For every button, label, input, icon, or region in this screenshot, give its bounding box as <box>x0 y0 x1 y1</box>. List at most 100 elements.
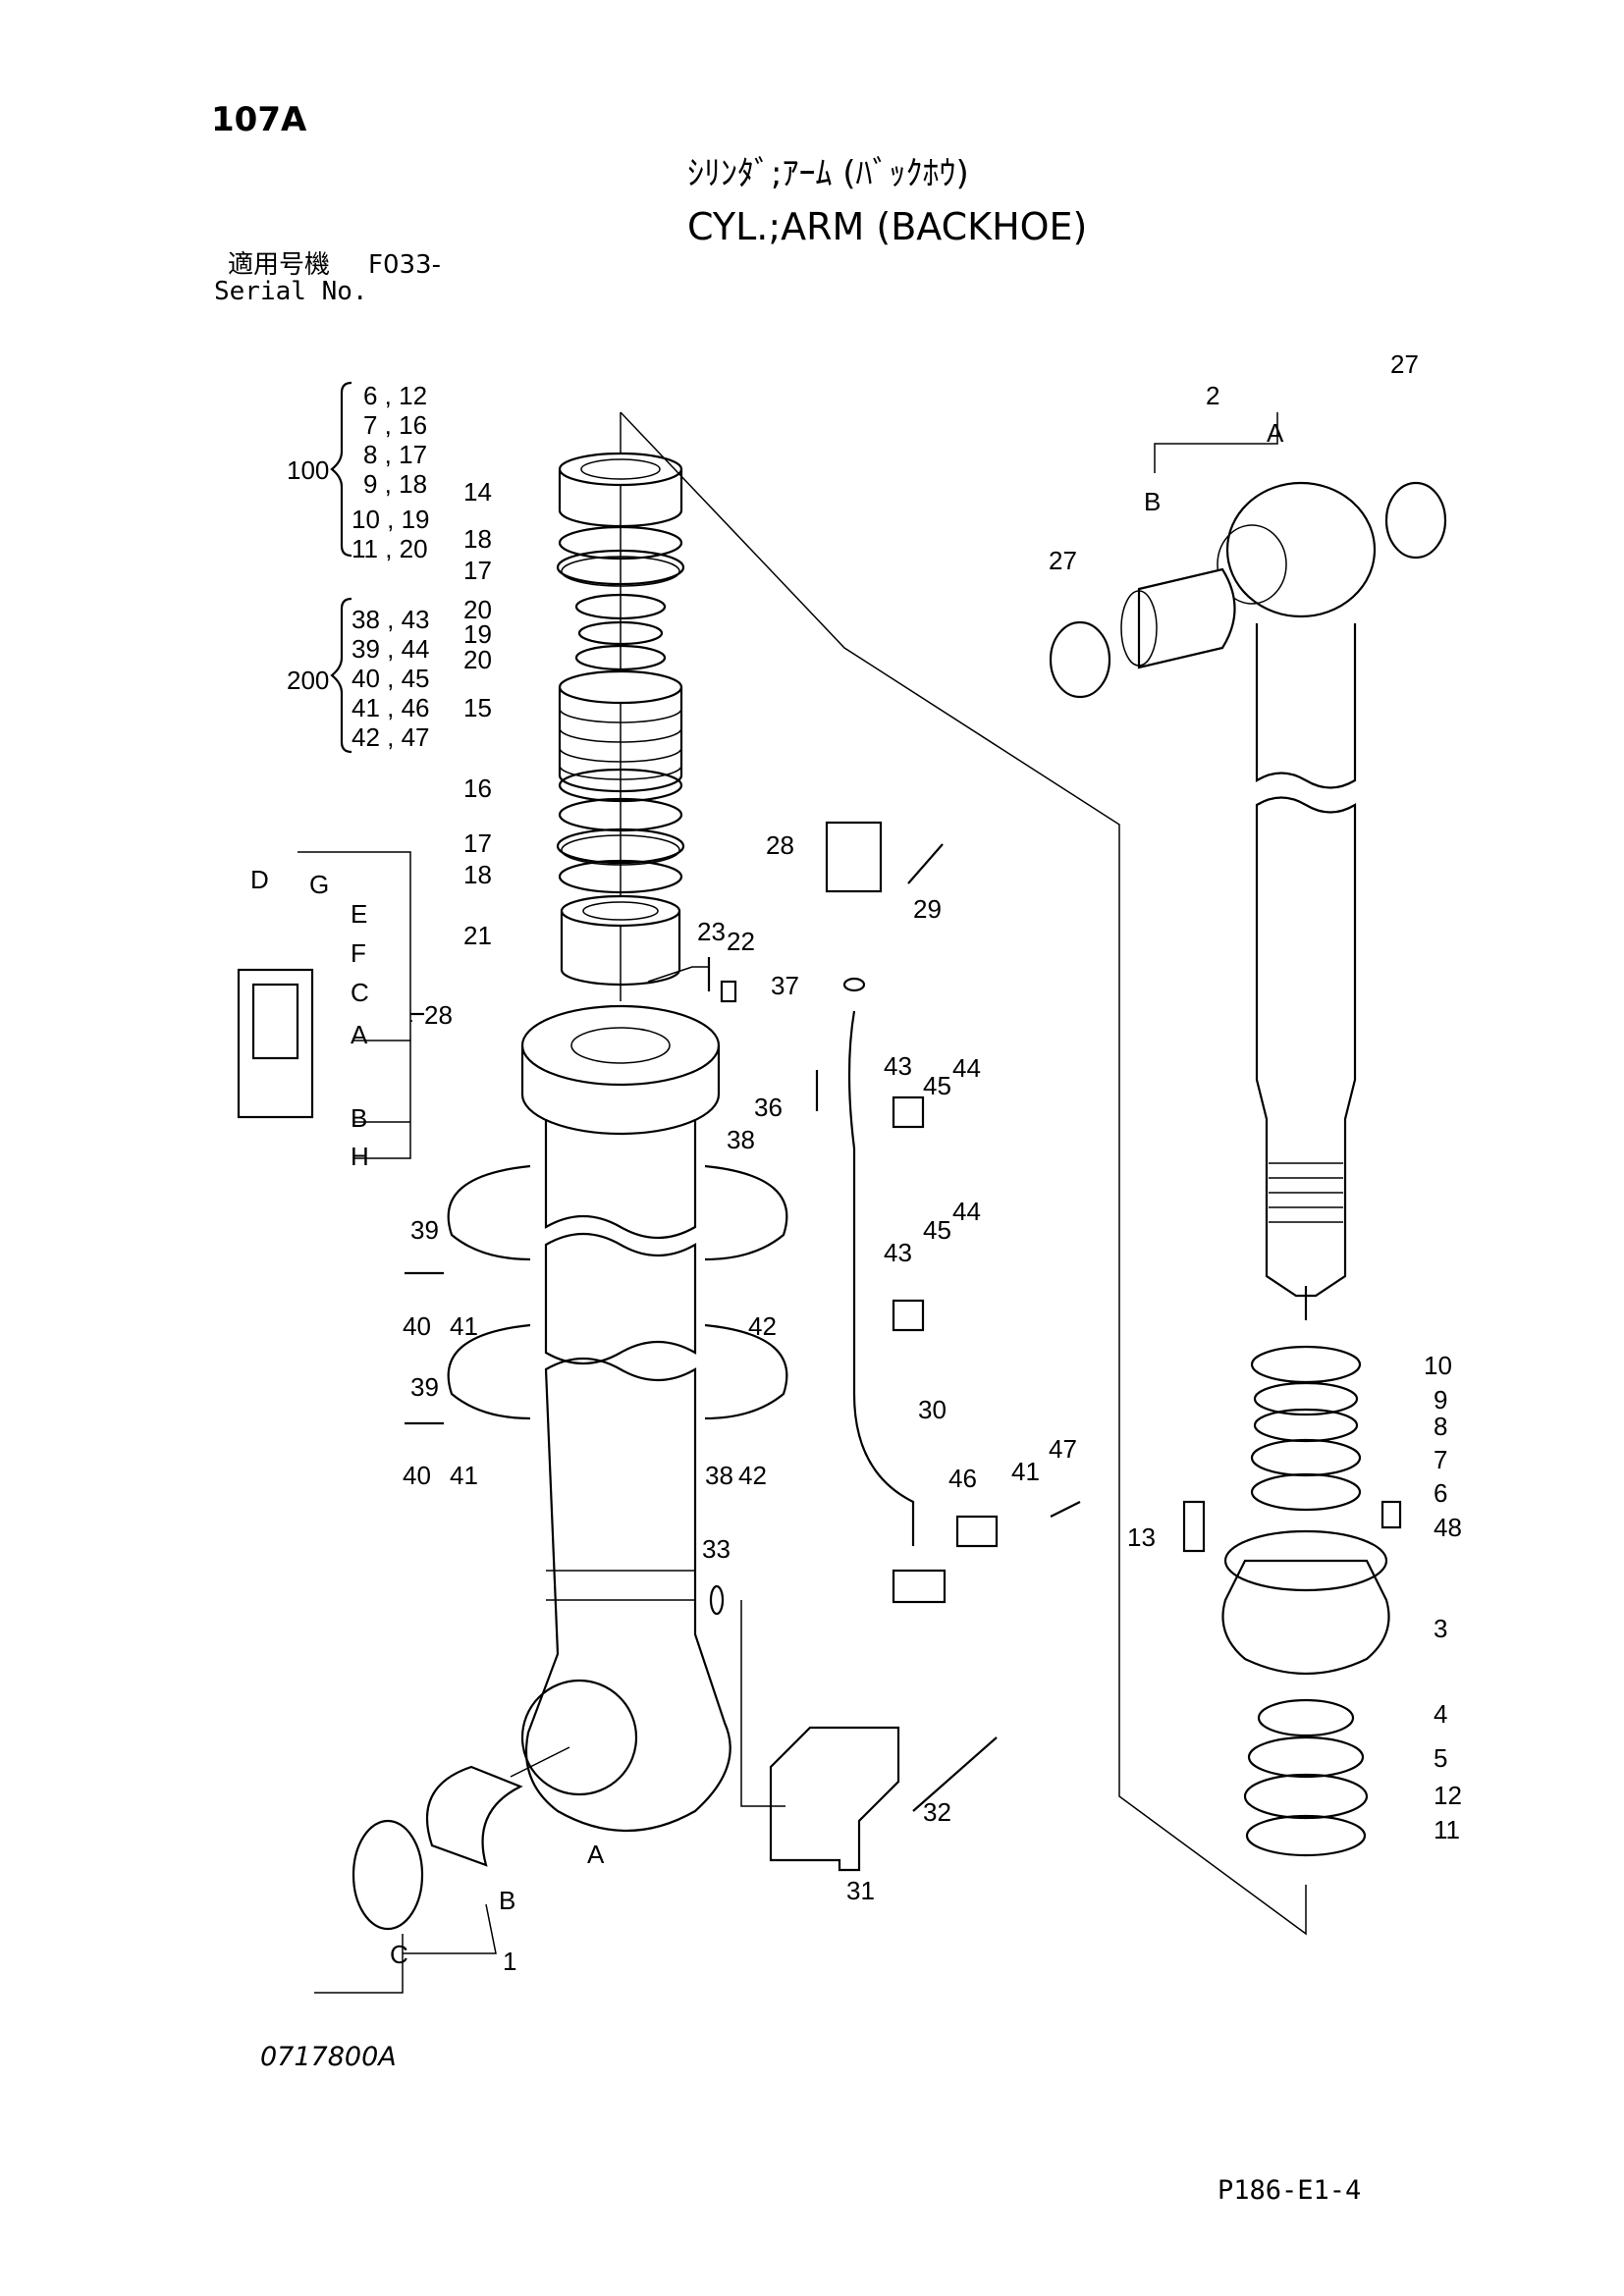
callout-7: 7 <box>1434 1445 1447 1474</box>
callout-15: 15 <box>463 693 492 722</box>
callout-6: 6 <box>1434 1478 1447 1508</box>
part-18-ring-b <box>558 859 683 894</box>
pipe-assembly <box>709 821 1081 1872</box>
tube-letter-B: B <box>499 1886 515 1915</box>
part-12-ring <box>1243 1773 1369 1820</box>
callout-44-upper: 44 <box>952 1053 981 1083</box>
callout-41-right: 41 <box>1011 1457 1040 1486</box>
callout-27-lower: 27 <box>1049 546 1077 575</box>
callout-36: 36 <box>754 1093 783 1122</box>
kit-100-row-5: 10 , 19 <box>352 505 430 534</box>
rod-letter-B: B <box>1144 487 1161 516</box>
part-15-piston <box>558 687 683 793</box>
part-4-bushing <box>1257 1698 1355 1737</box>
tube-lower-section <box>524 1357 731 1832</box>
callout-42-upper: 42 <box>748 1311 777 1341</box>
part-29-bolt <box>907 843 944 884</box>
title-japanese: ｼﾘﾝﾀﾞ;ｱｰﾑ (ﾊﾞｯｸﾎｳ) <box>687 154 969 193</box>
tube-letter-C: C <box>390 1940 408 1969</box>
drawing-number: 0717800A <box>260 2042 397 2072</box>
tube-upper-section <box>544 1119 697 1240</box>
tube-flange <box>520 1045 721 1136</box>
rod-upper <box>1255 623 1357 789</box>
valve-letter-H: H <box>351 1142 369 1171</box>
part-46-clamp <box>955 1515 999 1548</box>
callout-45-lower: 45 <box>923 1215 951 1245</box>
bushing-B <box>425 1765 523 1867</box>
callout-41-lower: 41 <box>450 1461 478 1490</box>
part-18-ring <box>558 525 683 561</box>
callout-23: 23 <box>697 917 726 946</box>
valve-letter-F: F <box>351 938 366 968</box>
band-39-upper-left <box>447 1164 531 1261</box>
callout-18-lower: 18 <box>463 860 492 889</box>
part-20-ring-a <box>574 593 667 620</box>
kit-100-label: 100 <box>287 455 329 485</box>
callout-8: 8 <box>1434 1412 1447 1441</box>
callout-45-upper: 45 <box>923 1071 951 1100</box>
callout-17-upper: 17 <box>463 556 492 585</box>
callout-38-upper: 38 <box>727 1125 755 1154</box>
callout-43-upper: 43 <box>884 1051 912 1081</box>
part-7-ring <box>1250 1438 1362 1477</box>
part-16-ring-a <box>558 768 683 803</box>
serial-label-english: Serial No. <box>214 277 368 306</box>
part-21-nut-top <box>560 894 681 928</box>
rod-letter-A: A <box>1267 418 1284 448</box>
kit-100-row-4: 9 , 18 <box>363 469 427 499</box>
callout-28-inset: 28 <box>424 1000 453 1030</box>
part-5-ring <box>1247 1735 1365 1779</box>
cylinder-head-parts <box>1182 1345 1402 1857</box>
kit-200-row-3: 40 , 45 <box>352 664 430 693</box>
part-33-oring <box>709 1584 725 1616</box>
rod-bushing-B <box>1137 567 1236 669</box>
kit-200-row-1: 38 , 43 <box>352 605 430 634</box>
callout-19: 19 <box>463 619 492 649</box>
callout-20-upper: 20 <box>463 595 492 624</box>
part-43-clamp-lower <box>892 1299 925 1332</box>
tube-middle-section <box>544 1232 697 1365</box>
part-47-bolt <box>1050 1501 1081 1518</box>
part-13-bolt <box>1182 1500 1206 1553</box>
tube-letter-A: A <box>587 1840 605 1869</box>
part-30-pipe <box>847 1010 915 1546</box>
callout-32: 32 <box>923 1797 951 1827</box>
page-code: P186-E1-4 <box>1218 2175 1362 2206</box>
kit-200-row-5: 42 , 47 <box>352 722 430 752</box>
kit-200-label: 200 <box>287 666 329 695</box>
valve-letter-B: B <box>351 1103 367 1133</box>
callout-37: 37 <box>771 971 799 1000</box>
tube-flange-top <box>520 1004 721 1087</box>
callout-29: 29 <box>913 894 942 924</box>
part-20-ring-b <box>574 644 667 671</box>
valve-letter-G: G <box>309 870 329 899</box>
callout-2: 2 <box>1206 381 1219 410</box>
valve-letter-E: E <box>351 899 367 929</box>
kit-200-row-4: 41 , 46 <box>352 693 430 722</box>
part-21-nut <box>560 911 681 987</box>
band-39-lower-left <box>447 1323 531 1420</box>
callout-31: 31 <box>846 1876 875 1905</box>
part-28-valve-block <box>825 821 883 893</box>
band-38-lower-right <box>704 1323 788 1420</box>
part-6-ring <box>1250 1472 1362 1512</box>
kit-100-brace <box>330 381 352 558</box>
kit-200-row-2: 39 , 44 <box>352 634 430 664</box>
clamp-bands <box>405 1164 788 1425</box>
kit-100-row-6: 11 , 20 <box>352 534 428 563</box>
band-38-upper-right <box>704 1164 788 1261</box>
valve-section-inset <box>237 851 424 1159</box>
page-number: 107A <box>211 100 307 139</box>
callout-40-lower: 40 <box>403 1461 431 1490</box>
part-27-ring-upper <box>1384 481 1447 560</box>
callout-18-upper: 18 <box>463 524 492 554</box>
valve-letter-A: A <box>351 1020 368 1049</box>
part-48-fitting <box>1380 1500 1402 1529</box>
callout-12: 12 <box>1434 1781 1462 1810</box>
valve-section-body <box>237 968 314 1119</box>
callout-17-lower: 17 <box>463 828 492 858</box>
part-14-wiper-top <box>558 452 683 487</box>
kit-200-brace <box>330 597 352 754</box>
tube-eye <box>520 1679 638 1796</box>
